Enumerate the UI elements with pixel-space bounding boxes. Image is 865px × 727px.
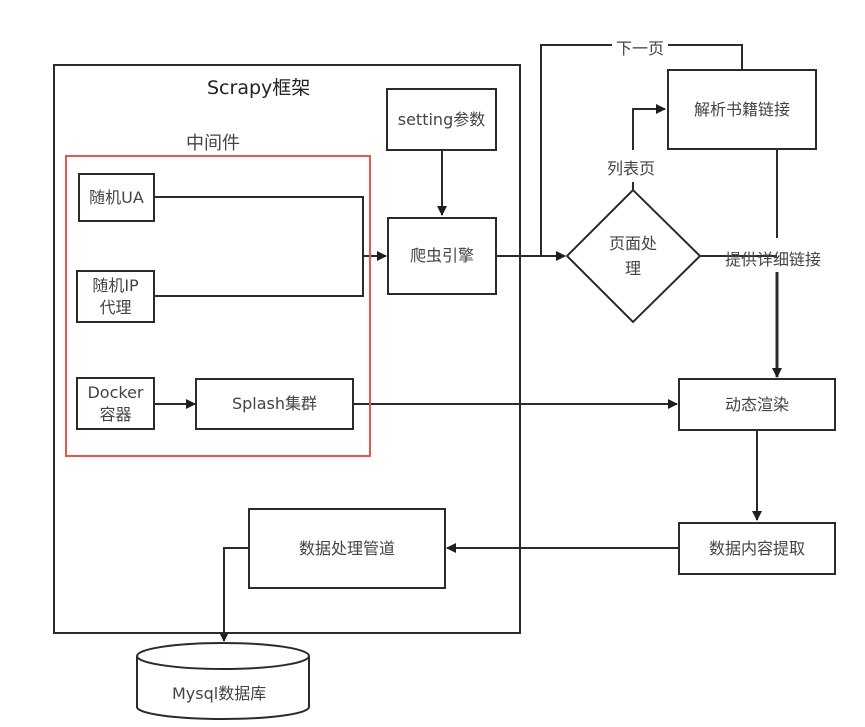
edge-list-to-parse-upper (632, 104, 666, 150)
edge-ip-to-engine (155, 256, 364, 297)
parse-book-links-node: 解析书籍链接 (667, 69, 817, 150)
edge-ua-to-engine (155, 196, 364, 256)
list-page-label: 列表页 (607, 155, 656, 179)
data-extract-label: 数据内容提取 (708, 538, 805, 558)
pipeline-label: 数据处理管道 (298, 538, 395, 558)
page-process-label-line2: 理 (624, 258, 641, 278)
docker-container-node: Docker 容器 (76, 377, 155, 430)
random-ua-label: 随机UA (89, 187, 144, 207)
detail-link-label: 提供详细链接 (725, 250, 822, 269)
data-extract-node: 数据内容提取 (678, 522, 836, 575)
docker-label-line2: 容器 (99, 404, 132, 424)
edge-pipeline-to-db (219, 547, 248, 642)
engine-label: 爬虫引擎 (409, 246, 474, 266)
data-pipeline-node: 数据处理管道 (248, 508, 446, 589)
middleware-title: 中间件 (186, 133, 240, 154)
random-ip-label-line2: 代理 (99, 297, 132, 317)
database-cylinder (136, 642, 310, 720)
setting-params-node: setting参数 (386, 88, 497, 151)
setting-label: setting参数 (397, 109, 486, 129)
dynamic-render-label: 动态渲染 (724, 394, 789, 414)
docker-label-line1: Docker (87, 382, 144, 402)
next-page-label: 下一页 (612, 35, 669, 59)
page-process-label-line1: 页面处 (608, 234, 657, 253)
dynamic-render-node: 动态渲染 (678, 378, 836, 431)
middleware-container (65, 155, 371, 457)
splash-cluster-node: Splash集群 (195, 378, 354, 430)
scrapy-framework-container (53, 64, 521, 634)
parse-links-label: 解析书籍链接 (693, 99, 790, 119)
scrapy-framework-title: Scrapy框架 (207, 77, 311, 99)
page-process-label: 页面处 理 (593, 232, 673, 282)
random-ip-proxy-node: 随机IP 代理 (76, 270, 155, 323)
splash-label: Splash集群 (231, 394, 318, 414)
page-process-diamond (565, 188, 702, 324)
random-ua-node: 随机UA (78, 173, 155, 222)
crawler-engine-node: 爬虫引擎 (387, 217, 497, 295)
random-ip-label-line1: 随机IP (92, 275, 139, 295)
mysql-database-label: Mysql数据库 (172, 684, 267, 703)
